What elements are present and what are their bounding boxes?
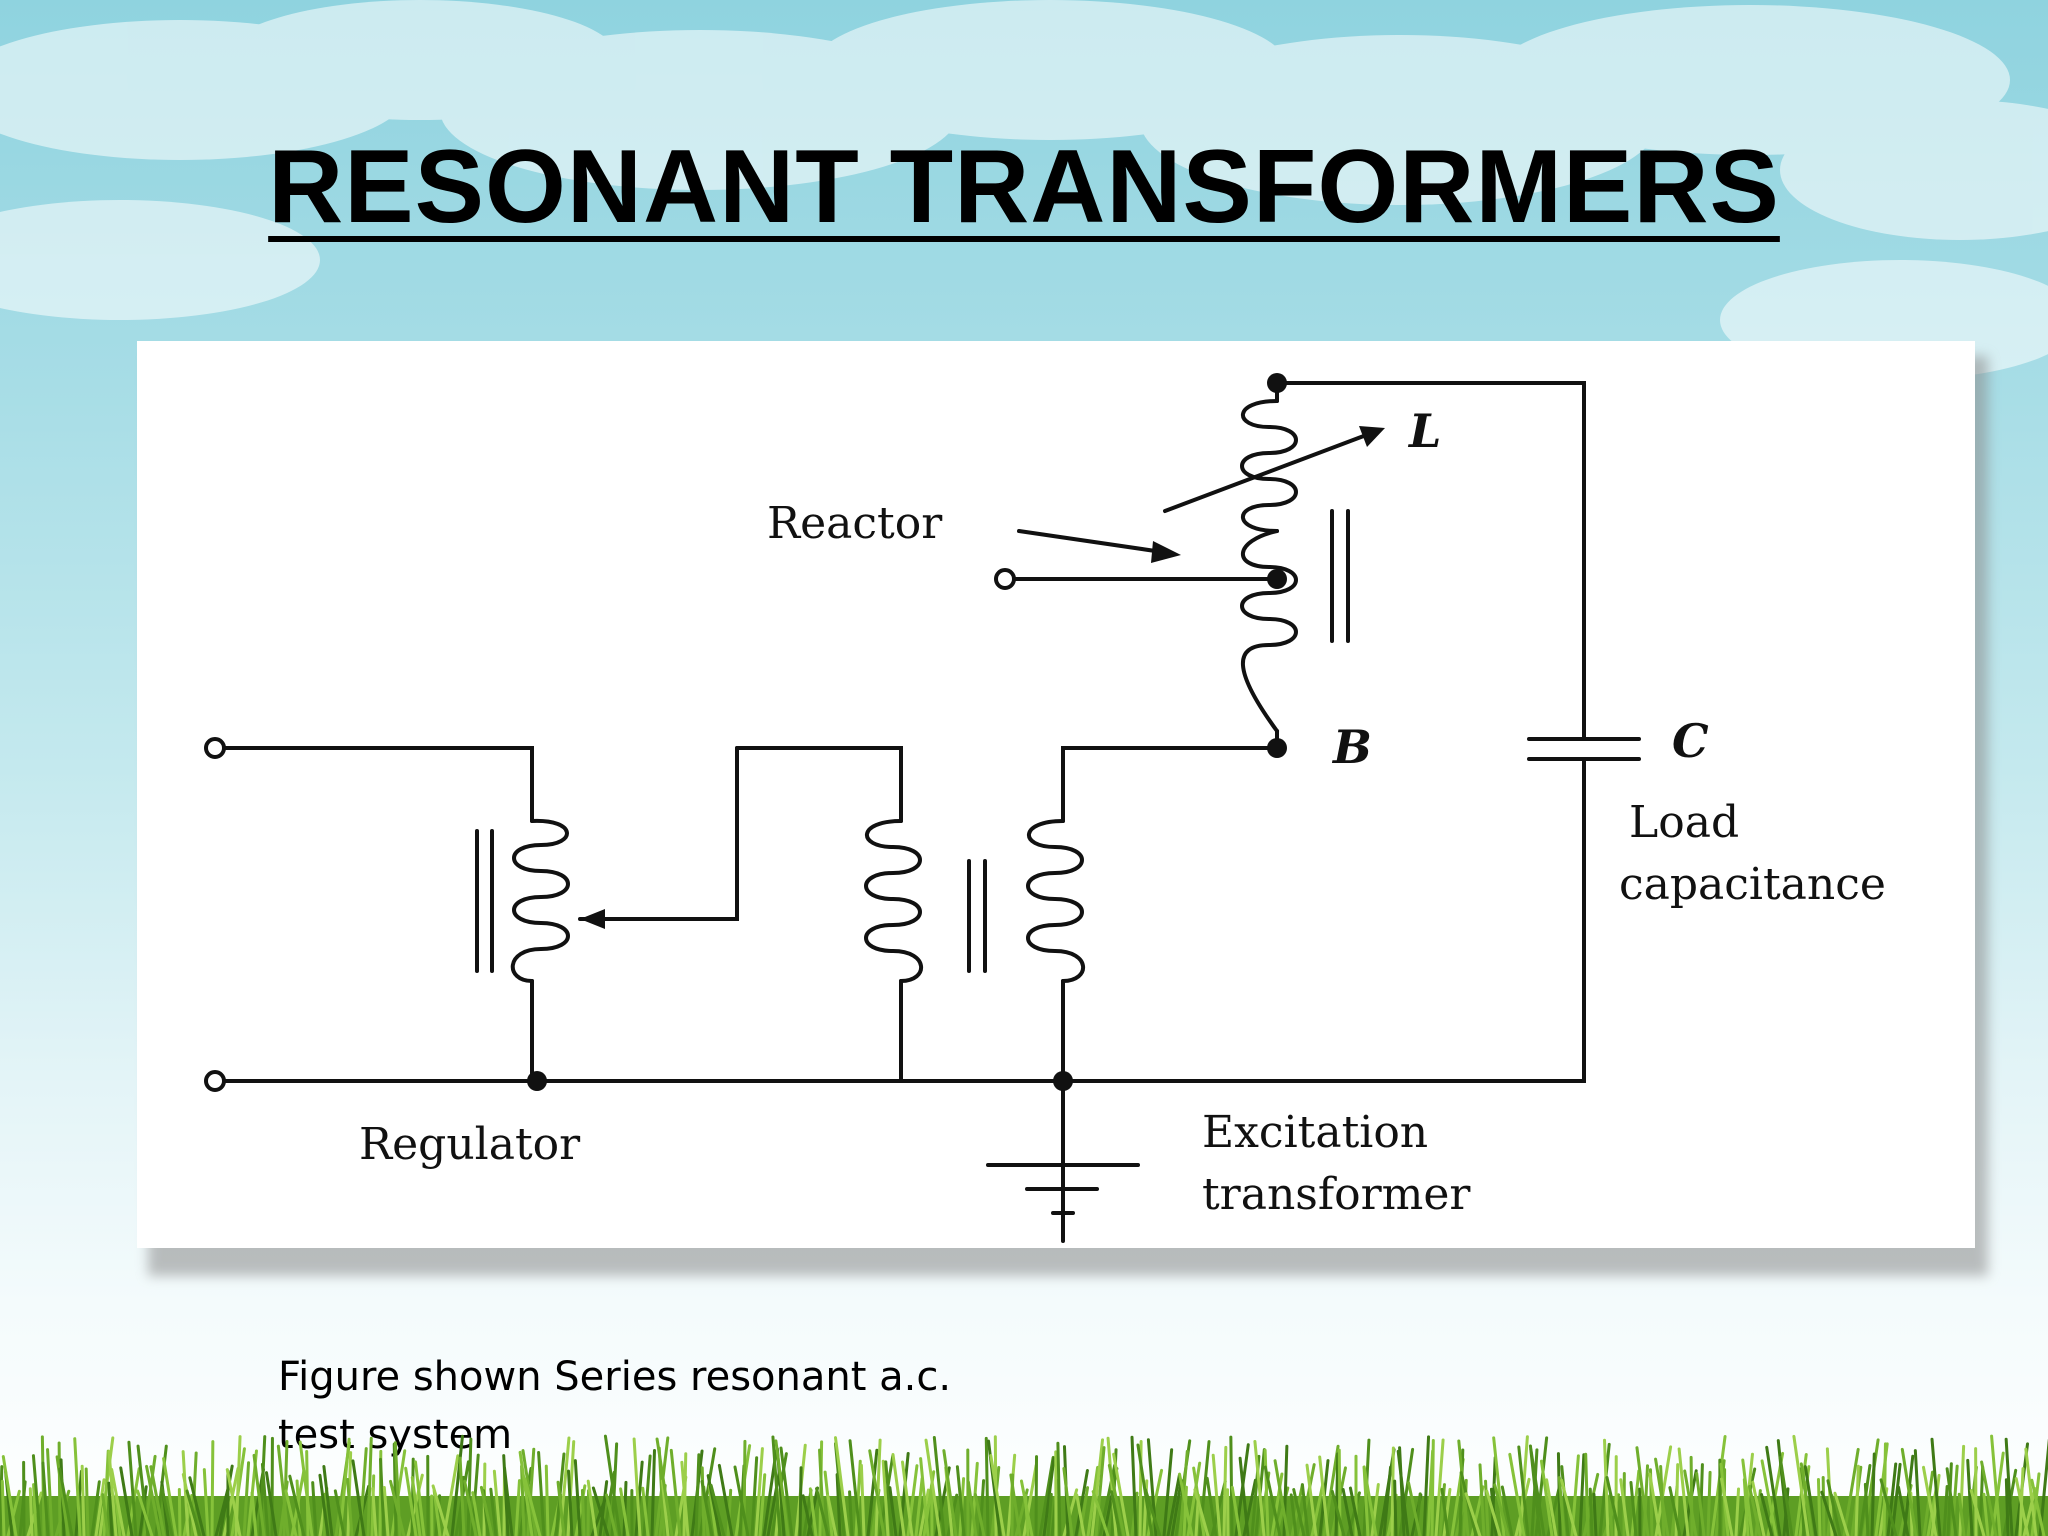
- reactor-input-terminal: [994, 568, 1016, 590]
- label-load: Load: [1629, 797, 1739, 848]
- reactor-pointer-arrow: [1017, 529, 1171, 555]
- slide-title: RESONANT TRANSFORMERS: [268, 129, 1780, 245]
- label-node-b: B: [1331, 720, 1372, 774]
- grass-decoration: [0, 1434, 2048, 1536]
- junction-dot-reactor-tap: [1267, 569, 1287, 589]
- variable-inductance-arrow: [1163, 432, 1371, 513]
- excitation-secondary-coil: [1026, 819, 1085, 983]
- label-excitation: Excitation: [1202, 1107, 1428, 1158]
- input-terminal-top: [204, 737, 226, 759]
- reactor-pointer-arrowhead: [1151, 541, 1181, 563]
- label-transformer: transformer: [1202, 1169, 1471, 1220]
- figure-caption: Figure shown Series resonant a.c. test s…: [278, 1348, 1178, 1464]
- regulator-tap-wire: [578, 746, 739, 921]
- circuit-diagram-figure: Reactor L B C Load capacitance Regulator…: [137, 341, 1975, 1248]
- caption-line-1: Figure shown Series resonant a.c.: [278, 1354, 952, 1400]
- wire-input-top: [222, 746, 534, 823]
- junction-dot-regulator: [527, 1071, 547, 1091]
- regulator-coil: [475, 818, 570, 983]
- input-terminal-bottom: [204, 1070, 226, 1092]
- junction-dot-top: [1267, 373, 1287, 393]
- label-capacitance: capacitance: [1619, 859, 1886, 910]
- circuit-diagram: Reactor L B C Load capacitance Regulator…: [204, 373, 1886, 1243]
- load-capacitor: [1527, 737, 1641, 761]
- ground-symbol: [986, 1163, 1140, 1215]
- junction-dot-node-b: [1267, 738, 1287, 758]
- wire-to-primary: [735, 746, 903, 823]
- wire-secondary-top: [1061, 746, 1279, 823]
- junction-dot-ground: [1053, 1071, 1073, 1091]
- label-capacitance-c: C: [1672, 714, 1709, 768]
- excitation-primary-coil: [864, 819, 923, 983]
- label-inductance-l: L: [1407, 404, 1441, 458]
- regulator-tap-arrowhead: [580, 909, 605, 929]
- label-reactor: Reactor: [767, 498, 943, 549]
- inductance-arrowhead: [1359, 426, 1385, 447]
- wire-bottom-right: [1061, 757, 1586, 1083]
- label-regulator: Regulator: [359, 1119, 581, 1170]
- reactor-coil: [1240, 399, 1298, 733]
